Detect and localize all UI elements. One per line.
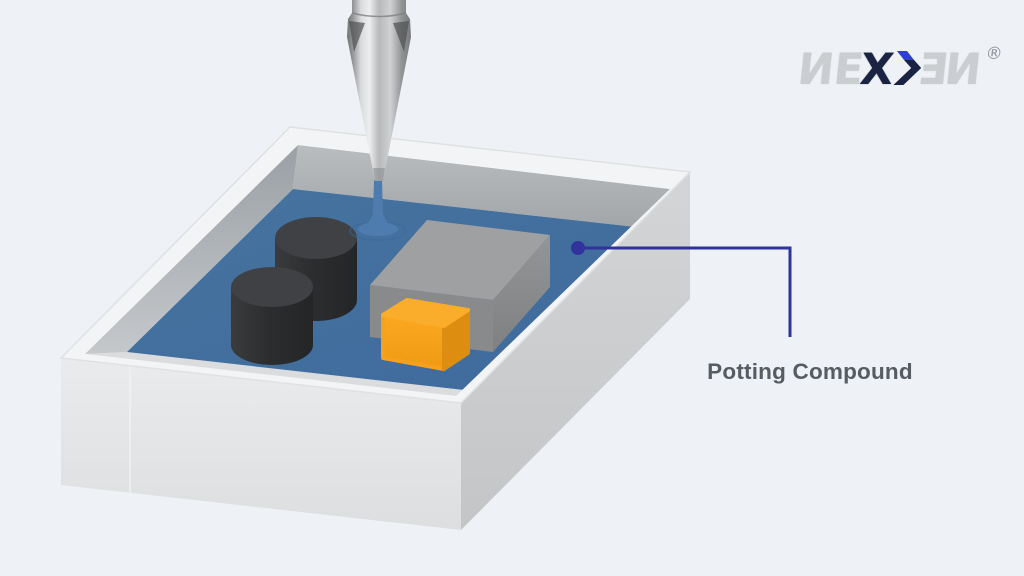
orange-top-face: [381, 298, 470, 328]
orange-component: [381, 298, 470, 371]
dispensing-nozzle: [347, 0, 411, 181]
leader-line: [578, 246, 792, 337]
module-right-face: [493, 235, 550, 352]
logo-letter-x: X: [857, 44, 894, 95]
enclosure-front-right-face: [461, 172, 690, 530]
nozzle-notch-right: [393, 21, 409, 52]
logo-letter-n1: N: [798, 44, 837, 95]
enclosure-rim-outline: [59, 126, 692, 404]
stream-column: [366, 180, 390, 228]
leader-dot: [571, 241, 585, 255]
nozzle-body: [347, 0, 411, 181]
nozzle-seam: [351, 12, 407, 18]
logo-letter-n2: N: [945, 44, 984, 95]
capacitor-cylinder-front: [231, 267, 313, 365]
registered-trademark-icon: ®: [984, 44, 1004, 64]
compound-stream: [349, 180, 407, 241]
module-top-face: [370, 220, 550, 300]
logo-chevron-icon: [890, 48, 923, 92]
enclosure-inner-wall-right: [293, 145, 670, 227]
capacitor-front-top: [231, 267, 313, 307]
potting-compound-label: Potting Compound: [707, 359, 913, 384]
nexgen-logo: N E X E N ®: [798, 42, 1004, 98]
nozzle-tip: [373, 168, 385, 181]
nozzle-notch-left: [349, 21, 365, 52]
capacitor-back-top: [275, 217, 357, 259]
enclosure-front-left-face: [61, 358, 461, 530]
capacitor-front-body: [231, 287, 313, 365]
enclosure-inner-wall-front-left: [85, 352, 464, 396]
callout-leader: [571, 241, 792, 337]
